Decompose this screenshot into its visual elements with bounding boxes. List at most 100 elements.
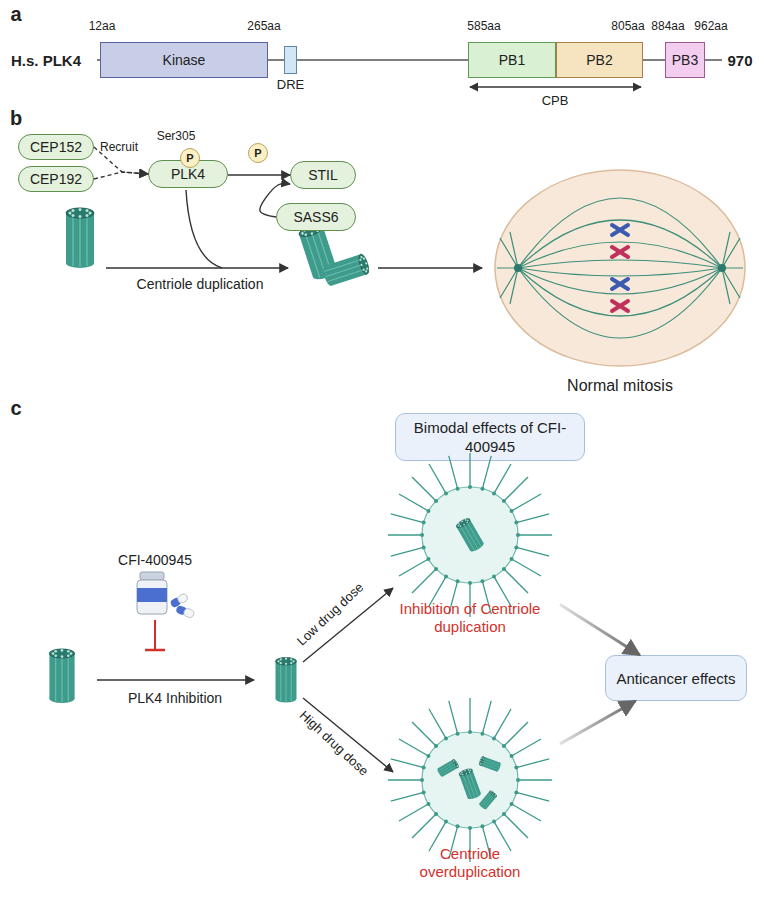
protein-pill: SASS6 [276,203,356,231]
pcm-dot [434,744,438,748]
aster-ray [512,494,541,511]
pcm-dot [456,579,460,583]
polo-box-domain: PB3 [665,42,705,78]
aster-ray [504,477,528,501]
pcm-dot [480,487,484,491]
inhibition-arrow [97,679,254,680]
aster-ray [469,453,470,487]
pcm-dot [426,754,430,758]
aster-ray [482,456,491,489]
pcm-dot [480,732,484,736]
aster-ray [399,739,428,756]
pcm-dot [426,557,430,561]
inhibition-line [154,620,156,650]
node-text: P [254,147,261,159]
centriole-icon [436,759,459,778]
edge-label: Recruit [100,140,138,154]
pcm-dot [434,499,438,503]
aster-ray [388,779,422,780]
aster-ray [391,514,424,523]
pcm-dot [514,545,518,549]
pcm-dot [456,824,460,828]
mitotic-cell [495,170,745,366]
arrow-connector [228,174,290,175]
node-text: STIL [308,167,338,183]
aster-ray [412,477,436,501]
spindle-fiber [518,242,722,268]
arrow-connector [560,701,636,744]
aster-ray [391,759,424,768]
pcm-dot [480,579,484,583]
aster-ray [518,779,552,780]
pcm-dot [444,820,448,824]
spindle-fiber [518,268,722,294]
bottle-cap [140,572,164,580]
pcm-dot [480,824,484,828]
panel-letter: c [10,397,21,420]
pcm-dot [420,533,424,537]
aster-ray [412,814,436,838]
process-label: PLK4 Inhibition [128,690,222,706]
node-text: PB2 [586,52,612,68]
panel-letter: a [10,3,21,26]
spindle-pole [514,264,522,272]
node-text: PB1 [499,52,525,68]
pcm-dot [444,736,448,740]
aster-ray [399,494,428,511]
node-text: PLK4 [171,166,205,182]
node-text: P [186,152,193,164]
centriole-icon [49,649,74,703]
node-text: Bimodal effects of CFI-400945 [404,418,576,456]
phospho-circle: P [180,148,200,168]
chromosome [612,279,628,289]
spindle-fiber [518,260,722,268]
pcm-dot [516,533,520,537]
centriole-icon [478,756,501,772]
pcm-dot [468,581,472,585]
aster-ray [399,559,428,576]
node-text: DRE [277,77,304,92]
pcm-dot [514,790,518,794]
chromosome [612,301,628,311]
pcm-dot [502,499,506,503]
cpb-span-arrow [470,86,641,87]
protein-pill: STIL [290,161,356,189]
pcm-dot [456,732,460,736]
spindle-fiber [518,268,722,316]
pcm-dot [510,754,514,758]
node-text: PB3 [672,52,698,68]
pcm-dot [434,812,438,816]
aster-ray [494,464,511,493]
mitosis-arrow [378,267,482,268]
pcm-dot [516,778,520,782]
aster-ray [518,534,552,535]
outcome-caption: Centriole overduplication [390,845,550,881]
pill-bottle [137,580,167,614]
aster-ray [504,722,528,746]
dose-label: High drug dose [297,707,372,778]
spindle-fiber [518,268,722,338]
aster-ray [482,701,491,734]
aster-ray [429,464,446,493]
residue-name: Ser305 [157,129,196,143]
protein-pill: CEP192 [18,166,94,192]
aster-ray [449,701,458,734]
pcm-dot [422,766,426,770]
aster-ray [504,814,528,838]
pcm-dot [510,802,514,806]
outcome-caption: Inhibition of Centriole duplication [390,600,550,636]
residue-number: 970 [727,52,752,69]
pcm-dot [422,521,426,525]
aster-ray [429,709,446,738]
residue-number: 265aa [247,19,280,33]
node-text: Kinase [163,52,206,68]
pcm-dot [468,730,472,734]
aster-ray [391,547,424,556]
residue-number: 12aa [89,19,116,33]
residue-number: 585aa [467,19,500,33]
node-text: Anticancer effects [617,669,736,688]
pcm-dot [422,545,426,549]
aster-ray [391,792,424,801]
polo-box-domain: PB2 [556,42,643,78]
chromosome [612,247,628,257]
